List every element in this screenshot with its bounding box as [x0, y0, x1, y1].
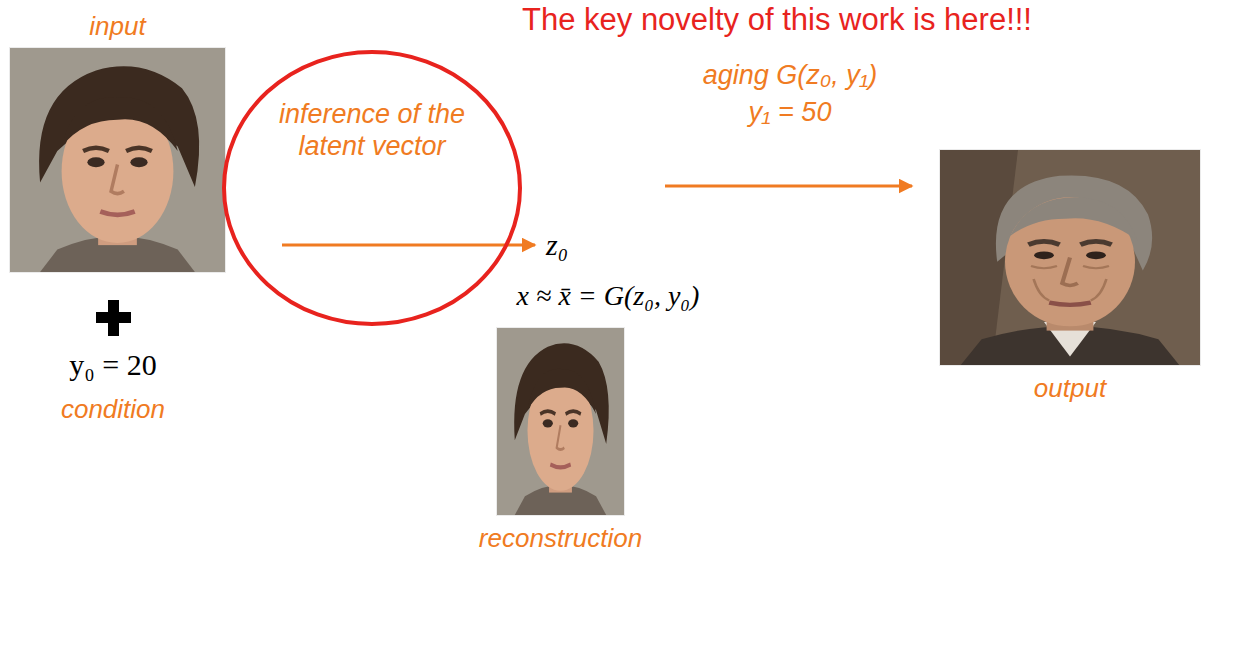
condition-value: y₀ = 20 [69, 348, 156, 382]
highlight-note: The key novelty of this work is here!!! [522, 2, 1032, 38]
reconstruction-face-photo [497, 328, 624, 515]
process-label: inference of the latent vector [256, 98, 488, 163]
ellipse-outline [222, 50, 522, 326]
inference-ellipse: inference of the latent vector [222, 50, 522, 326]
input-photo: input [10, 48, 225, 272]
image-caption: output [1034, 373, 1106, 404]
aging-label: aging G(z₀, y₁) [703, 60, 877, 91]
highlight-ellipse [224, 52, 520, 324]
aging-arrow [665, 185, 912, 188]
latent-symbol: z₀ [546, 228, 568, 262]
image-caption: reconstruction [479, 523, 642, 554]
reconstruction-photo: reconstruction [497, 328, 624, 515]
condition-label: condition [61, 394, 165, 425]
image-caption: input [89, 11, 145, 42]
input-face-photo [10, 48, 225, 272]
output-face-photo [940, 150, 1200, 365]
target-age: y₁ = 50 [749, 97, 832, 128]
inference-arrow [282, 244, 535, 247]
plus-sign [96, 300, 131, 336]
output-photo: output [940, 150, 1200, 365]
reconstruction-equation: x ≈ x̄ = G(z₀, y₀) [517, 280, 700, 312]
